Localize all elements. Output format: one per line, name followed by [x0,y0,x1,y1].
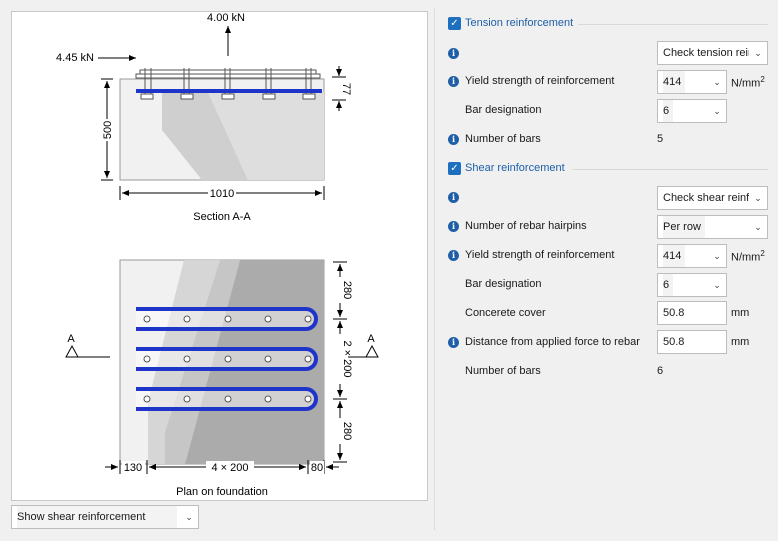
shear-bar-label: Bar designation [465,278,542,290]
tension-yield-unit: N/mm2 [731,75,765,90]
info-icon[interactable]: i [448,337,459,348]
horizontal-force-label: 4.45 kN [56,52,94,64]
height-dim-label: 500 [102,121,114,139]
section-marker-left: A [65,333,110,358]
shear-num-bars-value: 6 [657,365,664,377]
tension-yield-unit-sup: 2 [760,75,765,84]
info-icon[interactable]: i [448,48,459,59]
shear-distance-unit: mm [731,336,750,348]
plan-caption: Plan on foundation [176,486,268,498]
shear-title: Shear reinforcement [465,162,565,174]
shear-section-header: ✓ Shear reinforcement [448,161,768,177]
shear-check-dropdown[interactable]: Check shear reinfo ⌄ [657,186,768,210]
chevron-down-icon: ⌄ [749,216,767,238]
shear-check-value: Check shear reinfo [663,192,756,204]
tension-checkbox[interactable]: ✓ [448,17,461,30]
tension-check-dropdown[interactable]: Check tension rein ⌄ [657,41,768,65]
shear-yield-value: 414 [663,245,686,267]
info-icon[interactable]: i [448,192,459,203]
tension-yield-value: 414 [663,71,686,93]
shear-num-bars-label: Number of bars [465,365,541,377]
view-mode-value: Show shear reinforcement [17,506,177,528]
shear-hairpins-dropdown[interactable]: Per row ⌄ [657,215,768,239]
section-view: 4.00 kN 4.45 kN 500 77 1010 Section A-A [56,12,352,223]
plan-left-dim-label: 130 [124,462,142,474]
chevron-down-icon: ⌄ [749,42,767,64]
chevron-down-icon: ⌄ [749,187,767,209]
tension-num-bars-label: Number of bars [465,133,541,145]
cover-dimension [332,66,346,111]
diagram-svg: 4.00 kN 4.45 kN 500 77 1010 Section A-A [56,12,379,498]
shear-cover-value: 50.8 [663,307,685,319]
diagram-panel: 4.00 kN 4.45 kN 500 77 1010 Section A-A [11,11,428,501]
view-mode-dropdown[interactable]: Show shear reinforcement ⌄ [11,505,199,529]
shear-hairpins-label: Number of rebar hairpins [465,220,587,232]
tension-yield-label: Yield strength of reinforcement [465,75,615,87]
section-caption: Section A-A [193,211,251,223]
plan-bottom-dim-label: 280 [341,422,353,440]
section-divider [578,24,768,25]
shear-cover-unit: mm [731,307,750,319]
plan-top-dim-label: 280 [341,281,353,299]
anchor-bolts [143,315,312,403]
shear-distance-value: 50.8 [663,336,685,348]
section-marker-left-label: A [67,333,75,345]
shear-yield-label: Yield strength of reinforcement [465,249,615,261]
width-dim-label: 1010 [210,188,234,200]
vertical-force-label: 4.00 kN [207,12,245,24]
chevron-down-icon: ⌄ [708,245,726,267]
chevron-down-icon: ⌄ [708,71,726,93]
section-divider [572,169,768,170]
shear-cover-label: Concerete cover [465,307,546,319]
plan-view: A A 280 2 × 200 280 [65,259,379,498]
tension-bar-value: 6 [663,100,674,122]
tension-section-header: ✓ Tension reinforcement [448,16,768,32]
info-icon[interactable]: i [448,134,459,145]
plan-spacing-dim-label: 4 × 200 [211,462,248,474]
tension-num-bars-value: 5 [657,133,664,145]
tension-yield-unit-text: N/mm [731,77,761,90]
tension-title: Tension reinforcement [465,17,574,29]
info-icon[interactable]: i [448,76,459,87]
chevron-down-icon: ⌄ [180,506,198,528]
tension-bar-dropdown[interactable]: 6 ⌄ [657,99,727,123]
plan-right-dim-label: 80 [311,462,323,474]
shear-checkbox[interactable]: ✓ [448,162,461,175]
shear-hairpins-value: Per row [663,216,705,238]
shear-yield-dropdown[interactable]: 414 ⌄ [657,244,727,268]
plan-mid-dim-label: 2 × 200 [341,340,353,377]
cover-dim-label: 77 [340,83,352,95]
tension-yield-dropdown[interactable]: 414 ⌄ [657,70,727,94]
section-marker-right-label: A [367,333,375,345]
info-icon[interactable]: i [448,250,459,261]
info-icon[interactable]: i [448,221,459,232]
shear-bar-value: 6 [663,274,674,296]
chevron-down-icon: ⌄ [708,274,726,296]
shear-distance-input[interactable]: 50.8 [657,330,727,354]
chevron-down-icon: ⌄ [708,100,726,122]
shear-cover-input[interactable]: 50.8 [657,301,727,325]
tension-bar-label: Bar designation [465,104,542,116]
shear-yield-unit-text: N/mm [731,251,761,264]
shear-bar-dropdown[interactable]: 6 ⌄ [657,273,727,297]
shear-distance-label: Distance from applied force to rebar [465,336,640,348]
tension-rebar [136,89,322,93]
shear-yield-unit: N/mm2 [731,249,765,264]
shear-yield-unit-sup: 2 [760,249,765,258]
tension-check-value: Check tension rein [663,47,755,59]
section-shear-cone [162,92,248,180]
panel-divider [434,8,435,530]
